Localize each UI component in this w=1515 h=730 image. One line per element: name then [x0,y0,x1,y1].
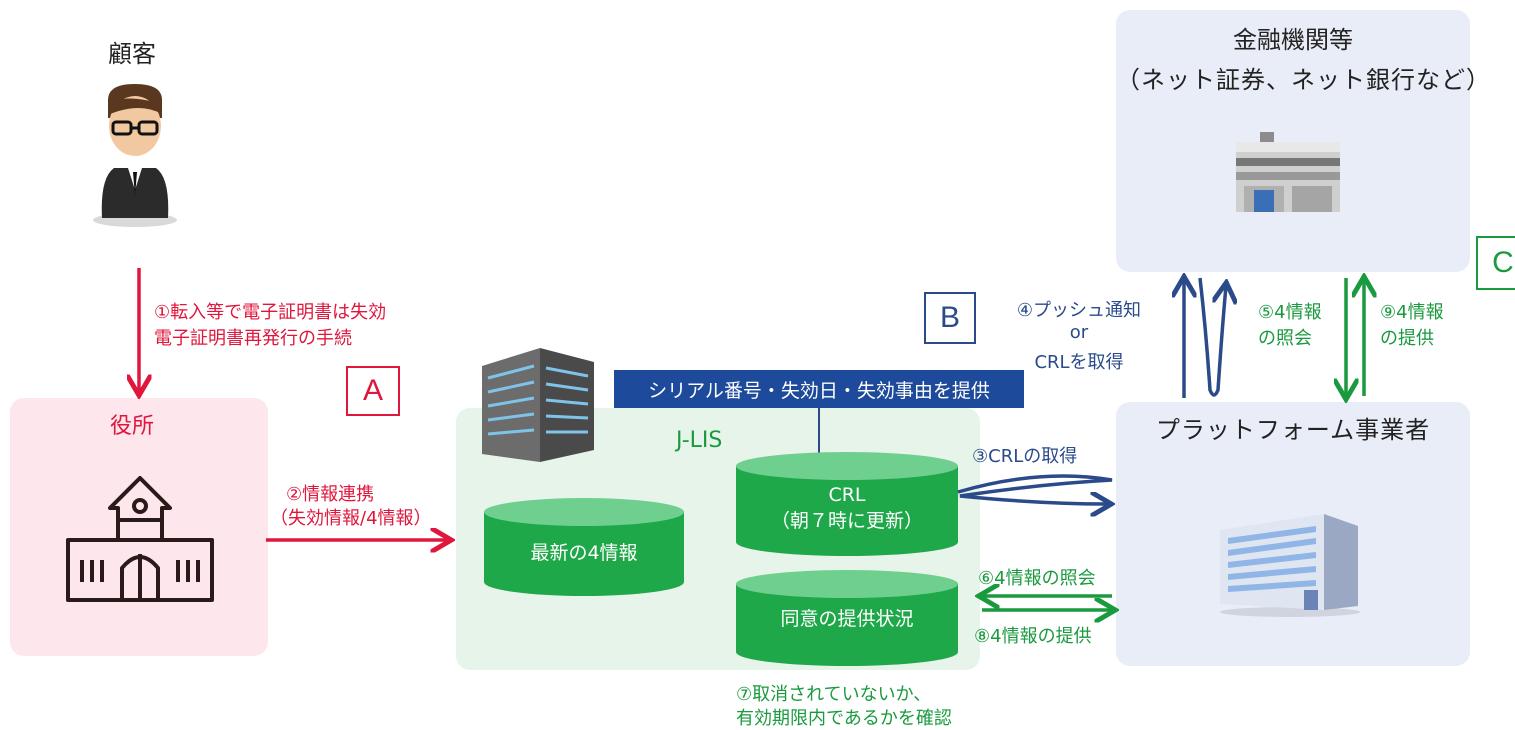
step9-line2: の提供 [1380,328,1434,349]
customer-label: 顧客 [108,40,156,68]
tag-b: B [924,292,976,344]
platform-label: プラットフォーム事業者 [1155,416,1431,444]
step5-line1: ⑤4情報 [1258,302,1322,323]
step1-line1: ①転入等で電子証明書は失効 [154,302,387,323]
step7-line2: 有効期限内であるかを確認 [736,708,952,729]
db-consent-status-label: 同意の提供状況 [780,608,914,630]
office-building-icon [1212,500,1368,618]
step4-line1: ④プッシュ通知 [1016,300,1142,321]
step4-line2: or [1069,322,1089,343]
step1-line2: 電子証明書再発行の手続 [154,328,352,349]
city-hall-icon [60,470,220,610]
step8: ⑧4情報の提供 [974,626,1092,647]
step4-line3: CRLを取得 [1034,352,1124,373]
step6: ⑥4情報の照会 [978,568,1096,589]
banner-connector-line [818,408,820,454]
city-office-region [10,398,268,656]
step9-line1: ⑨4情報 [1380,302,1444,323]
step2-line2: （失効情報/4情報） [270,508,432,529]
db-crl: CRL （朝７時に更新） [736,452,958,556]
financial-region [1116,10,1470,272]
arrow-crl-loop [1198,277,1226,397]
step3: ③CRLの取得 [972,446,1078,467]
step5-line2: の照会 [1258,328,1312,349]
financial-title-line1: 金融機関等 [1233,26,1353,54]
serial-info-banner: シリアル番号・失効日・失効事由を提供 [614,370,1024,408]
step7-line1: ⑦取消されていないか、 [736,684,932,705]
db-crl-label-line2: （朝７時に更新） [770,510,923,532]
db-crl-label-line1: CRL [828,484,866,506]
tag-a: A [346,366,400,416]
db-consent-status: 同意の提供状況 [736,570,958,666]
person-icon [80,78,190,228]
arrow-crl-fetch [957,474,1112,504]
db-latest-info-label: 最新の4情報 [530,542,638,564]
jlis-label: J-LIS [676,428,723,453]
city-office-label: 役所 [110,414,155,439]
bank-building-icon [1230,128,1346,214]
step2-line1: ②情報連携 [286,484,375,505]
serial-info-banner-text: シリアル番号・失効日・失効事由を提供 [648,379,990,402]
tag-c: C [1476,236,1515,290]
db-latest-info: 最新の4情報 [484,498,684,596]
data-center-building-icon [478,344,598,466]
financial-title-line2: （ネット証券、ネット銀行など） [1116,66,1491,94]
